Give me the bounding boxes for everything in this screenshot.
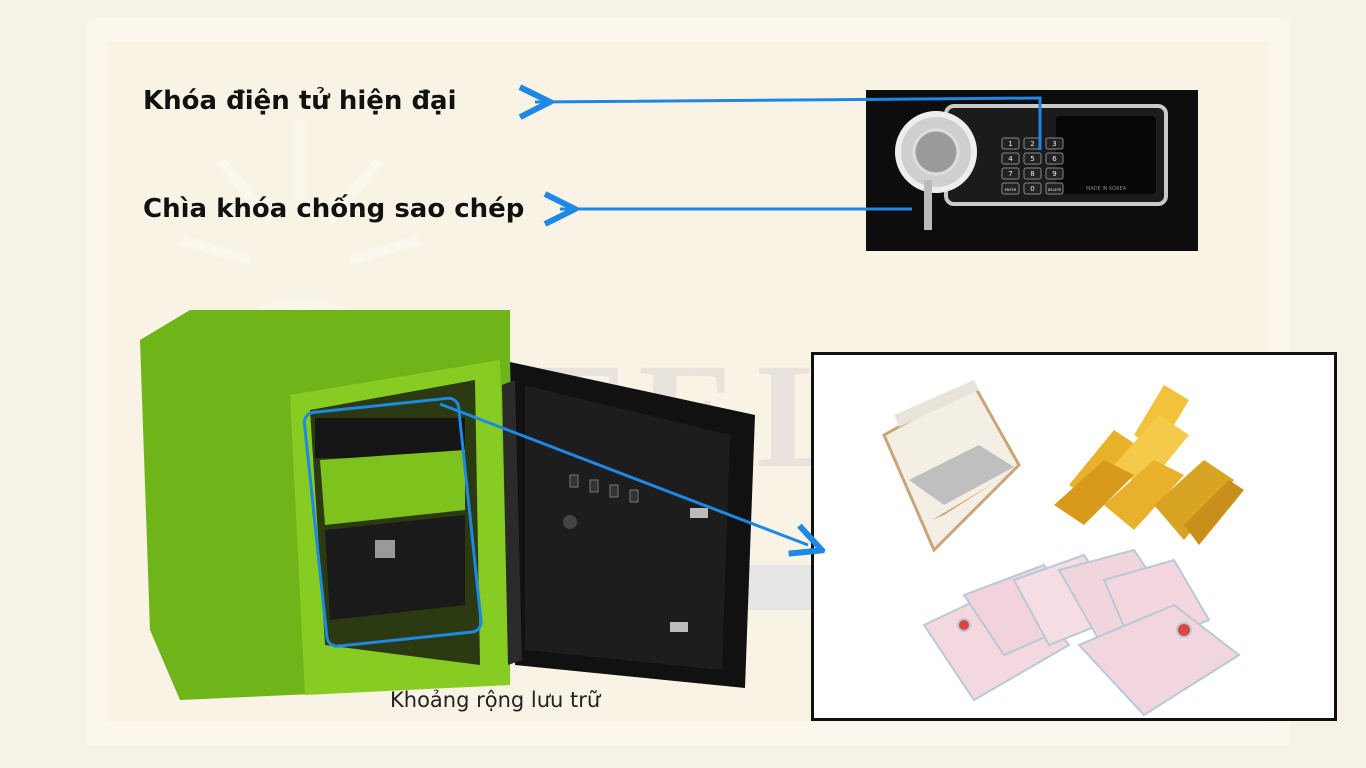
keypad-key (1045, 167, 1064, 180)
valuables-box (811, 352, 1337, 721)
keypad-key (1001, 152, 1020, 165)
book-safe-image (882, 380, 1021, 553)
keypad-key-label: 7 (1008, 170, 1012, 178)
gold-bars-image (1054, 385, 1244, 545)
keypad-key-label: 1 (1008, 140, 1012, 148)
keypad-key-label: ENTER (1005, 188, 1017, 192)
keypad-key-label: 5 (1030, 155, 1034, 163)
safe-shelf (320, 450, 465, 525)
keypad-key (1023, 152, 1042, 165)
electronic-lock-label: Khóa điện tử hiện đại (143, 86, 457, 116)
keypad-key (1023, 182, 1042, 195)
anti-copy-key-label: Chìa khóa chống sao chép (143, 194, 525, 224)
keypad-key (1001, 137, 1020, 150)
documents-image (922, 548, 1241, 717)
keypad-key (1001, 167, 1020, 180)
keypad-key-label: 2 (1030, 140, 1034, 148)
keypad-key-label: 4 (1008, 155, 1013, 163)
door-bolt (670, 622, 688, 632)
safe-image (140, 310, 755, 700)
keypad-key (1045, 182, 1064, 195)
key-icon (924, 180, 932, 230)
storage-highlight (302, 396, 483, 648)
drawer-key-icon (375, 540, 395, 558)
keypad-key-label: 8 (1030, 170, 1034, 178)
keypad-key-label: 9 (1052, 170, 1056, 178)
keypad-key-label: 0 (1030, 185, 1034, 193)
safe-drawer (325, 515, 465, 620)
keypad-key-label: DELETE (1048, 188, 1061, 192)
storage-space-caption: Khoảng rộng lưu trữ (390, 688, 601, 712)
electronic-lock-arrow (535, 98, 1042, 150)
keypad-key (1045, 137, 1064, 150)
lock-handle (1056, 116, 1156, 194)
keypad-key (1001, 182, 1020, 195)
door-bolt (690, 508, 708, 518)
keypad-key (1045, 152, 1064, 165)
keypad-key-label: 6 (1052, 155, 1057, 163)
made-in-label: MADE IN KOREA (1086, 186, 1127, 192)
keypad-key (1023, 167, 1042, 180)
keypad-key-label: 3 (1052, 140, 1056, 148)
storage-arrow (439, 402, 808, 545)
